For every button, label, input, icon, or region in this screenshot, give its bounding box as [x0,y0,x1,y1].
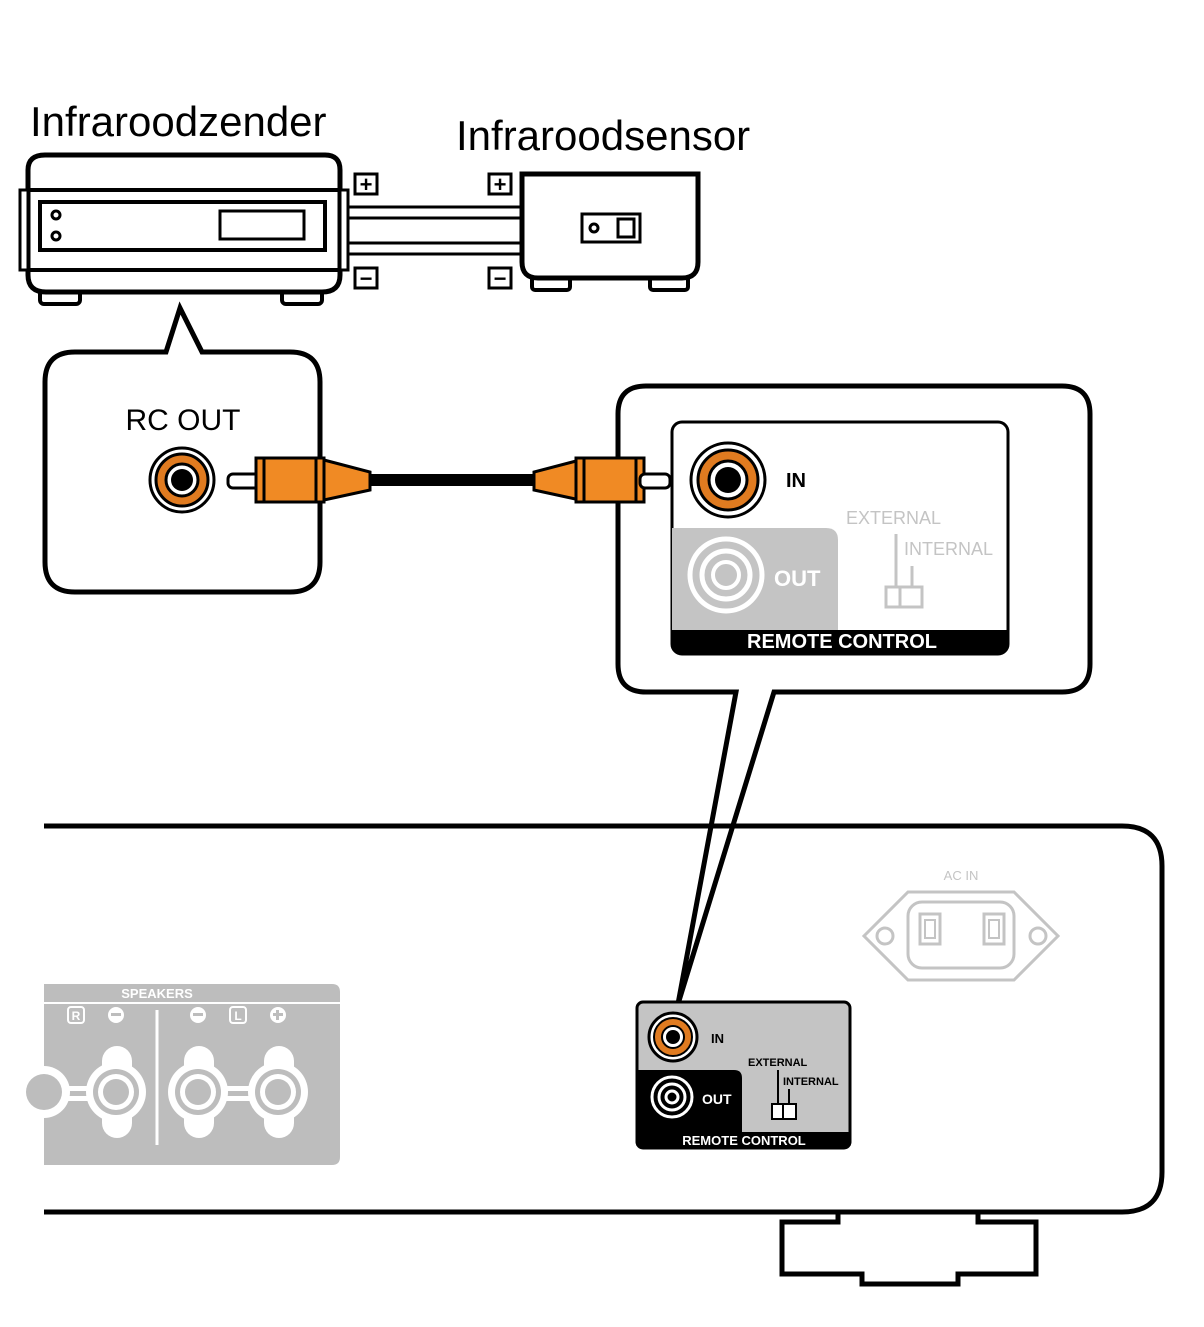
ir-emitter-device [18,152,350,306]
ac-in-inlet: AC IN [861,868,1061,982]
remote-in-label: IN [786,470,806,492]
rear-remote-in-jack [647,1011,699,1063]
ir-sensor-title: Infraroodsensor [456,112,750,159]
external-label: EXTERNAL [846,508,941,528]
speakers-label: SPEAKERS [121,986,193,1001]
right-rca-plug [532,456,672,504]
speakers-terminal-panel: SPEAKERS R L [18,984,340,1165]
ir-wire-minus [346,241,526,256]
rear-remote-out-label: OUT [702,1091,732,1107]
rear-remote-control-title: REMOTE CONTROL [682,1133,806,1148]
rear-remote-control-panel: REMOTE CONTROL IN OUT EXTERNAL INTERNAL [635,1000,852,1150]
svg-text:−: − [494,266,507,291]
sensor-plus-terminal: + [487,172,513,197]
internal-label: INTERNAL [904,539,993,559]
ir-emitter-title: Infraroodzender [30,98,327,145]
rc-out-jack [148,446,216,514]
svg-text:−: − [360,266,373,291]
speaker-terminal-r-plus [18,1066,92,1118]
external-internal-switch [884,585,924,609]
rc-out-label: RC OUT [126,404,241,437]
rca-cable [226,456,672,504]
speaker-terminal-r-minus [86,1046,146,1138]
emitter-minus-terminal: − [353,266,379,291]
svg-text:+: + [494,172,507,197]
rear-remote-out-jack [650,1075,694,1119]
remote-out-jack [687,536,765,614]
remote-out-label: OUT [774,566,821,591]
rear-internal-label: INTERNAL [783,1076,839,1088]
rear-external-label: EXTERNAL [748,1057,808,1069]
speaker-terminal-l-minus [168,1046,228,1138]
main-unit-rear-panel [44,823,1165,1215]
sensor-minus-terminal: − [487,266,513,291]
svg-text:+: + [360,172,373,197]
ir-wire-plus [346,205,526,220]
emitter-plus-terminal: + [353,172,379,197]
left-channel-label: L [234,1009,241,1023]
main-unit-foot [779,1209,1039,1287]
right-channel-label: R [72,1009,81,1023]
remote-control-panel-zoom: REMOTE CONTROL IN OUT EXTERNAL INTERNAL [670,420,1010,656]
speaker-terminal-l-plus [248,1046,308,1138]
left-rca-plug [226,456,372,504]
ac-in-label: AC IN [944,868,979,883]
emitter-indicator-led [50,230,62,242]
ir-sensor-device [519,171,701,292]
remote-control-title: REMOTE CONTROL [747,631,937,653]
remote-in-jack [689,441,767,519]
emitter-indicator-led [50,209,62,221]
emitter-display [218,209,306,241]
rear-remote-in-label: IN [711,1031,724,1046]
